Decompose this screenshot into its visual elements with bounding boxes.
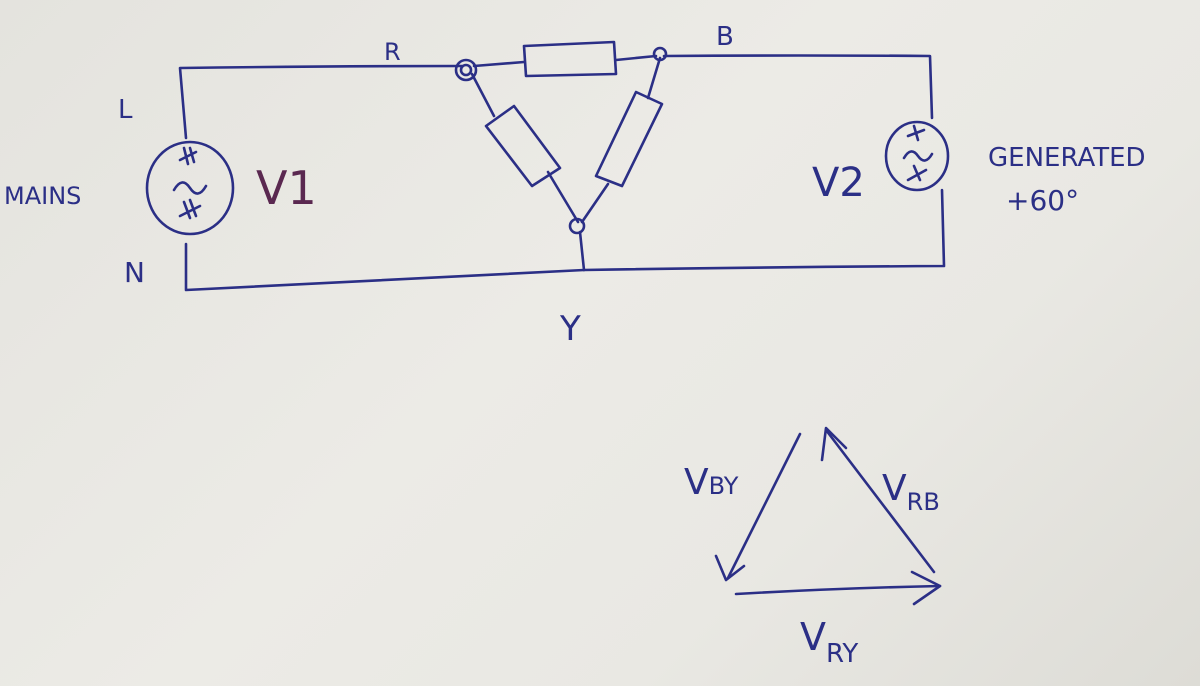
resistors (484, 40, 664, 188)
phasor-triangle (714, 426, 942, 606)
phasor-vry-sub: RY (826, 639, 858, 669)
source-v1-plus-icon (178, 146, 198, 166)
wire-l-to-r (178, 64, 464, 140)
wire-n-to-y (184, 242, 586, 292)
phasor-vrb-arrow (824, 428, 936, 574)
phasor-vrb-label: VRB (882, 468, 940, 516)
wire-r-to-resistor (472, 60, 526, 68)
phasor-vry-label: VRY (800, 615, 858, 669)
terminal-l-label: L (118, 95, 133, 125)
source-v1-minus-icon (178, 198, 202, 220)
source-v1-tilde-icon (172, 181, 208, 195)
node-b-label: B (716, 22, 734, 52)
wire-r-to-y-bottom (546, 170, 580, 224)
phasor-vby-main: V (684, 462, 709, 503)
mains-label: MAINS (4, 182, 81, 210)
phasor-vry-arrowhead (910, 570, 942, 606)
source-v2-plus-icon (906, 124, 926, 142)
source-v2-minus-icon (906, 164, 928, 182)
phasor-vrb-arrowhead (820, 426, 848, 462)
node-y-dot (568, 217, 586, 235)
source-v1-name: V1 (256, 161, 317, 215)
phasor-vry-main: V (800, 615, 826, 659)
phasor-vrb-main: V (882, 468, 907, 509)
wire-b-to-y-bottom (580, 182, 610, 224)
source-v1-circle (145, 140, 235, 236)
node-r-dot (454, 58, 478, 82)
wire-b-to-v2 (662, 54, 934, 120)
node-b-dot (652, 46, 668, 62)
source-v2-circle (884, 120, 950, 192)
junctions (454, 46, 668, 235)
wires (178, 54, 946, 292)
source-v1 (145, 140, 235, 236)
phasor-vry-arrow (734, 584, 942, 596)
resistor-rb (522, 40, 618, 78)
wire-b-to-y-top (646, 56, 662, 100)
phasor-vby-arrowhead (714, 554, 746, 582)
source-v2 (884, 120, 950, 192)
resistor-ry (484, 104, 562, 188)
wire-y-to-v2 (582, 188, 946, 272)
generated-label: GENERATED (988, 143, 1146, 173)
phase-offset-label: +60° (1006, 184, 1079, 217)
phasor-vby-arrow (726, 432, 802, 580)
terminal-n-label: N (124, 256, 145, 289)
node-y-label: Y (559, 309, 581, 349)
phasor-vrb-sub: RB (907, 488, 940, 516)
phasor-vby-label: VBY (684, 462, 739, 503)
node-r-label: R (384, 38, 401, 66)
phasor-vby-sub: BY (709, 472, 739, 500)
resistor-by (594, 90, 664, 188)
labels: R B Y L N MAINS V1 V2 GENERATED +60° VBY… (4, 22, 1146, 669)
node-r-dot-inner (459, 63, 473, 77)
wire-resistor-to-b (614, 54, 658, 62)
wire-r-to-y-top (470, 72, 496, 118)
source-v2-tilde-icon (902, 150, 934, 162)
source-v2-name: V2 (812, 160, 865, 206)
wire-y-stub (578, 230, 586, 272)
